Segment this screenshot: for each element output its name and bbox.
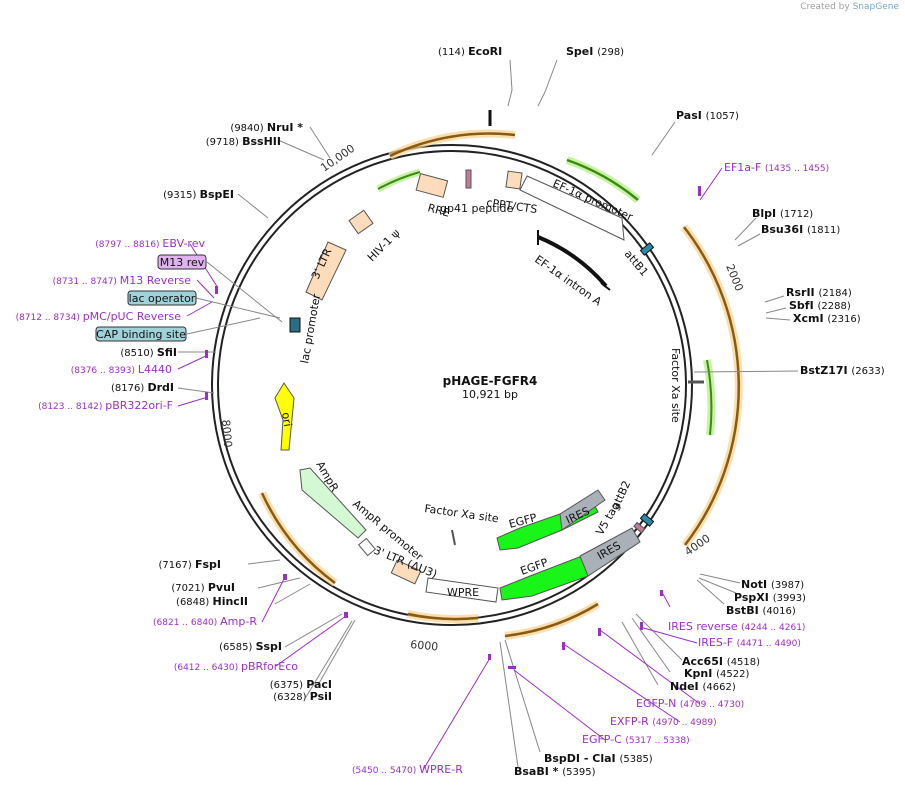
label-m13-rev: M13 rev: [160, 256, 205, 269]
primer-label-6: (5450 .. 5470) WPRE-R: [352, 763, 463, 776]
restriction-sites: (114) EcoRI SpeI (298) PasI (1057) BlpI (17…: [111, 45, 885, 778]
tick-10000: 10,000: [318, 142, 357, 175]
snapgene-credit: Created by SnapGene: [800, 2, 899, 12]
primer-label-8: (6821 .. 6840) Amp-R: [153, 615, 257, 628]
site-label-26: (9718) BssHII: [206, 135, 281, 148]
site-label-25: (9315) BspEI: [163, 188, 234, 201]
credit-brand: SnapGene: [852, 2, 899, 12]
primer-label-10: (8376 .. 8393) L4440: [71, 363, 172, 376]
label-ori: ori: [279, 411, 294, 427]
site-label-17: (6328) PsiI: [273, 690, 332, 703]
backbone-outer: [211, 144, 693, 626]
site-label-21: (7021) PvuI: [171, 581, 235, 594]
plasmid-size: 10,921 bp: [462, 388, 518, 401]
label-gp41: gp41 peptide: [440, 202, 514, 215]
label-rre: RRE: [426, 201, 451, 219]
label-factorxa-2: Factor Xa site: [669, 348, 682, 423]
site-label-23: (8176) DrdI: [111, 381, 174, 394]
primer-label-12: (8731 .. 8747) M13 Reverse: [53, 274, 192, 287]
site-label-19: (6585) SspI: [219, 640, 282, 653]
site-label-24: (8510) SfiI: [120, 346, 177, 359]
primer-label-2: IRES-F (4471 .. 4490): [698, 636, 801, 649]
label-hiv: HIV-1 ψ: [365, 227, 403, 265]
boxed-features: M13 rev lac operator CAP binding site: [95, 254, 207, 342]
primer-label-9: (8123 .. 8142) pBR322ori-F: [38, 399, 173, 412]
site-label-3: BlpI (1712): [752, 207, 813, 220]
outer-feature-arcs: [258, 129, 743, 640]
label-lac-promoter: lac promoter: [298, 292, 323, 364]
site-label-4: Bsu36I (1811): [761, 223, 840, 236]
site-label-2: PasI (1057): [676, 109, 739, 122]
plasmid-name: pHAGE-FGFR4: [443, 374, 538, 388]
site-label-11: BstBI (4016): [726, 604, 796, 617]
label-cap-binding-site: CAP binding site: [96, 328, 186, 341]
primer-label-11: (8712 .. 8734) pMC/pUC Reverse: [16, 310, 182, 323]
primer-label-4: EXFP-R (4970 .. 4989): [610, 715, 717, 728]
site-label-27: (9840) NruI *: [230, 121, 303, 134]
site-label-0: (114) EcoRI: [438, 45, 502, 58]
site-leaders: [177, 59, 799, 768]
primer-label-0: EF1a-F (1435 .. 1455): [724, 161, 829, 174]
primer-label-5: EGFP-C (5317 .. 5338): [582, 733, 690, 746]
site-label-14: NdeI (4662): [670, 680, 736, 693]
site-label-13: KpnI (4522): [684, 667, 750, 680]
site-label-16: BsaBI * (5395): [514, 765, 596, 778]
site-label-8: BstZ17I (2633): [800, 364, 885, 377]
label-ires-1: IRES: [564, 504, 592, 526]
site-label-7: XcmI (2316): [793, 312, 861, 325]
site-label-12: Acc65I (4518): [682, 655, 760, 668]
primer-label-7: (6412 .. 6430) pBRforEco: [174, 660, 298, 673]
tick-2000: 2000: [723, 262, 746, 293]
credit-prefix: Created by: [800, 2, 850, 12]
primer-leaders: [177, 167, 723, 771]
site-label-10: PspXI (3993): [734, 591, 806, 604]
inner-features: [274, 169, 704, 603]
site-label-6: SbfI (2288): [789, 299, 851, 312]
site-label-9: NotI (3987): [741, 578, 804, 591]
site-label-1: SpeI (298): [566, 45, 624, 58]
tick-8000: 8000: [219, 419, 234, 448]
label-ef1a-intron: EF-1α intron A: [532, 253, 604, 309]
primer-label-1: IRES reverse (4244 .. 4261): [668, 620, 805, 633]
primer-labels: EF1a-F (1435 .. 1455) IRES reverse (4244 …: [16, 161, 830, 776]
tick-6000: 6000: [410, 638, 439, 653]
label-lac-operator: lac operator: [129, 292, 196, 305]
primer-label-3: EGFP-N (4709 .. 4730): [636, 697, 744, 710]
site-label-20: (6848) HincII: [176, 595, 248, 608]
label-factorxa-1: Factor Xa site: [424, 502, 500, 525]
primer-label-13: (8797 .. 8816) EBV-rev: [95, 237, 205, 250]
site-label-15: BspDI - ClaI (5385): [544, 752, 653, 765]
site-label-5: RsrII (2184): [786, 286, 852, 299]
primer-marks: [205, 186, 701, 669]
label-wpre: WPRE: [447, 586, 479, 599]
site-label-18: (6375) PacI: [270, 678, 332, 691]
site-label-22: (7167) FspI: [159, 558, 221, 571]
